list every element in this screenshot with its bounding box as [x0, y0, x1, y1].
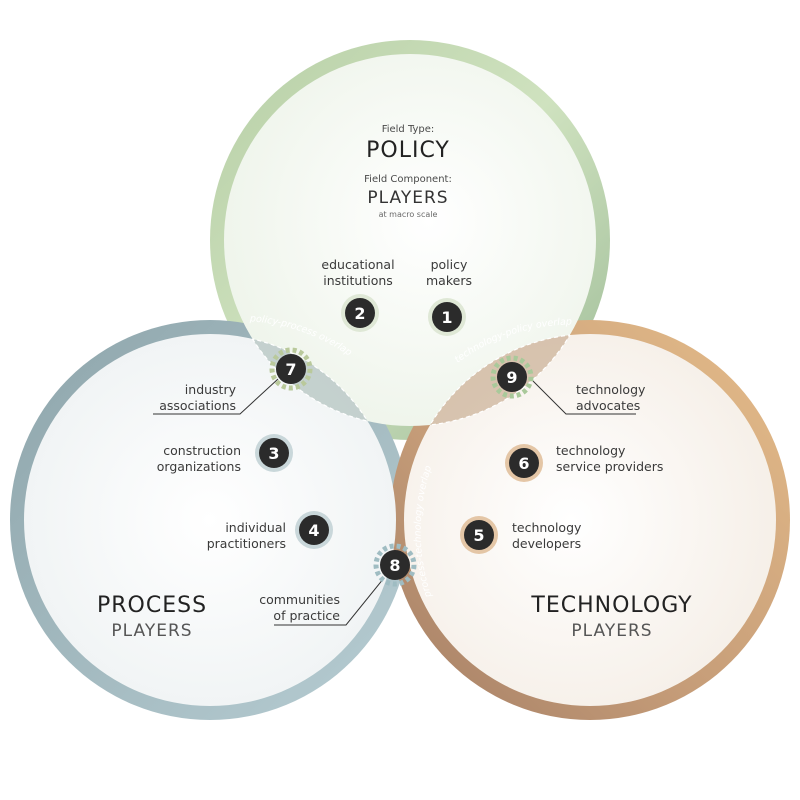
- badge-3: 3: [255, 434, 293, 472]
- badge-5-number: 5: [473, 526, 484, 545]
- label-5-line1: technology: [512, 520, 582, 535]
- label-6-line1: technology: [556, 443, 626, 458]
- label-9-line2: advocates: [576, 398, 640, 413]
- macro-scale-note: at macro scale: [379, 210, 438, 219]
- process-subtitle: PLAYERS: [111, 621, 192, 641]
- label-6-line2: service providers: [556, 459, 663, 474]
- field-component-title: PLAYERS: [367, 188, 448, 208]
- badge-2-number: 2: [354, 304, 365, 323]
- badge-7-number: 7: [285, 360, 296, 379]
- process-title: PROCESS: [97, 593, 207, 618]
- label-3-line1: construction: [163, 443, 241, 458]
- label-1-line1: policy: [431, 257, 468, 272]
- label-3-line2: organizations: [157, 459, 241, 474]
- badge-6: 6: [505, 444, 543, 482]
- technology-field: [404, 334, 776, 706]
- label-7-line1: industry: [185, 382, 237, 397]
- badges: 1 2 3 4 5 6 7: [255, 294, 543, 587]
- leader-lines: [153, 377, 636, 626]
- node-labels: policy makers educational institutions c…: [157, 257, 664, 623]
- technology-title: TECHNOLOGY: [530, 593, 692, 618]
- badge-3-number: 3: [268, 444, 279, 463]
- label-4-line2: practitioners: [207, 536, 286, 551]
- badge-1: 1: [428, 298, 466, 336]
- badge-6-number: 6: [518, 454, 529, 473]
- policy-field: [224, 54, 596, 426]
- technology-subtitle: PLAYERS: [571, 621, 652, 641]
- label-5-line2: developers: [512, 536, 581, 551]
- label-4-line1: individual: [225, 520, 286, 535]
- badge-8-number: 8: [389, 556, 400, 575]
- badge-8: 8: [373, 543, 417, 587]
- badge-1-number: 1: [441, 308, 452, 327]
- label-2-line1: educational: [321, 257, 394, 272]
- field-type-title: POLICY: [366, 138, 450, 163]
- badge-2: 2: [341, 294, 379, 332]
- label-9-line1: technology: [576, 382, 646, 397]
- label-1-line2: makers: [426, 273, 472, 288]
- label-8-line2: of practice: [273, 608, 340, 623]
- badge-4-number: 4: [308, 521, 319, 540]
- badge-7: 7: [269, 347, 313, 391]
- badge-9-number: 9: [506, 368, 517, 387]
- field-type-label: Field Type:: [382, 124, 435, 135]
- badge-5: 5: [460, 516, 498, 554]
- badge-9: 9: [490, 355, 534, 399]
- process-field: [24, 334, 396, 706]
- label-7-line2: associations: [159, 398, 236, 413]
- label-2-line2: institutions: [323, 273, 393, 288]
- label-8-line1: communities: [259, 592, 340, 607]
- badge-4: 4: [295, 511, 333, 549]
- field-component-label: Field Component:: [364, 174, 452, 185]
